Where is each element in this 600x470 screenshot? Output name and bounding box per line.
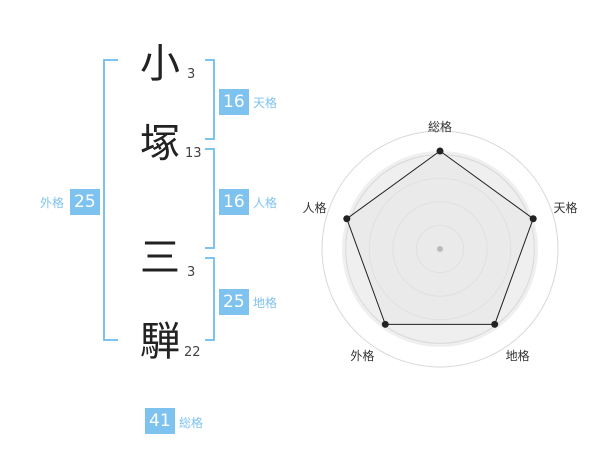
- radar-point-2: [529, 215, 537, 223]
- so-label: 総格: [179, 416, 204, 430]
- jin-bracket: [205, 148, 215, 249]
- jin-value-badge: 16: [219, 189, 249, 215]
- stroke-count-4: 22: [184, 345, 201, 360]
- ten-label: 天格: [253, 96, 278, 110]
- stroke-count-3: 3: [187, 265, 196, 280]
- radar-axis-label-3: 地格: [506, 348, 530, 363]
- stroke-count-1: 3: [187, 67, 196, 82]
- radar-axis-label-4: 外格: [350, 348, 374, 363]
- radar-point-3: [491, 320, 499, 328]
- jin-label: 人格: [253, 196, 278, 210]
- radar-data-polygon: [346, 150, 534, 325]
- radar-point-4: [381, 320, 389, 328]
- radar-point-1: [436, 147, 444, 155]
- name-char-2: 塚: [140, 121, 180, 167]
- stroke-count-2: 13: [185, 146, 202, 161]
- name-char-1: 小: [140, 41, 180, 87]
- ten-value-badge: 16: [219, 89, 249, 115]
- radar-axis-label-5: 人格: [302, 200, 326, 215]
- radar-axis-label-2: 天格: [554, 200, 578, 215]
- outer-bracket: [103, 59, 118, 341]
- radar-ring: [321, 130, 559, 368]
- name-char-4: 騨: [140, 319, 180, 365]
- chi-value-badge: 25: [219, 289, 249, 315]
- radar-points: [343, 147, 537, 328]
- radar-point-5: [343, 215, 351, 223]
- radar-center-dot: [437, 246, 443, 252]
- chi-bracket: [205, 257, 215, 341]
- gai-label: 外格: [40, 196, 65, 210]
- ten-bracket: [205, 59, 215, 140]
- name-char-3: 三: [140, 235, 180, 281]
- radar-axis-label-1: 総格: [428, 119, 452, 134]
- gai-value-badge: 25: [70, 189, 100, 215]
- chi-label: 地格: [253, 296, 278, 310]
- so-value-badge: 41: [145, 408, 175, 434]
